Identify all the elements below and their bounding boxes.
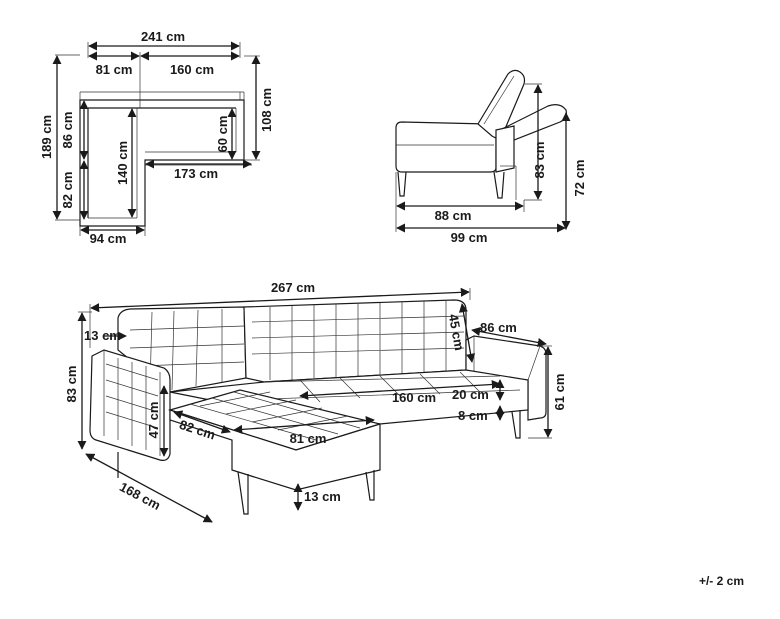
dim-13-arm-label: 13 cm xyxy=(84,328,121,343)
dim-173-label: 173 cm xyxy=(174,166,218,181)
dim-160-persp-line xyxy=(299,379,501,401)
dim-160-persp-label: 160 cm xyxy=(392,390,436,405)
dim-88-label: 88 cm xyxy=(435,208,472,223)
dim-267-label: 267 cm xyxy=(271,280,315,295)
dim-61-label: 61 cm xyxy=(552,374,567,411)
dim-86-persp-line xyxy=(471,327,547,347)
side-seat-body xyxy=(395,121,497,173)
backrest-tufting xyxy=(129,301,465,391)
dim-47-label: 47 cm xyxy=(146,402,161,439)
dim-81-label: 81 cm xyxy=(96,62,133,77)
side-leg-right xyxy=(493,171,505,199)
leg-chaise-front xyxy=(237,471,249,515)
leg-main-right xyxy=(511,410,521,439)
dim-60-label: 60 cm xyxy=(215,116,230,153)
dim-168-label: 168 cm xyxy=(117,479,163,513)
dim-82-label: 82 cm xyxy=(60,172,75,209)
dim-83-side-label: 83 cm xyxy=(532,142,547,179)
dim-267-line xyxy=(90,287,470,313)
plan-view: 241 cm 81 cm 160 cm 189 cm 86 cm 82 cm 1… xyxy=(39,29,274,246)
dim-81-persp-line xyxy=(233,416,375,434)
side-leg-left xyxy=(397,171,407,197)
dim-82-persp-line xyxy=(173,410,231,434)
dim-86-label: 86 cm xyxy=(60,112,75,149)
dim-140-label: 140 cm xyxy=(115,141,130,185)
backrest-right xyxy=(243,299,467,383)
tolerance-note: +/- 2 cm xyxy=(699,574,744,588)
dim-13-leg-label: 13 cm xyxy=(304,489,341,504)
dim-45-line xyxy=(458,303,476,363)
dim-94-label: 94 cm xyxy=(90,231,127,246)
dim-72-label: 72 cm xyxy=(572,160,587,197)
dim-20-label: 20 cm xyxy=(452,387,489,402)
perspective-view: 267 cm 13 cm 45 cm 86 cm 83 cm 47 cm 61 … xyxy=(64,280,567,523)
dim-241-label: 241 cm xyxy=(141,29,185,44)
dim-83-persp-label: 83 cm xyxy=(64,366,79,403)
dim-160-label: 160 cm xyxy=(170,62,214,77)
leg-chaise-right xyxy=(365,470,375,501)
dim-168-line xyxy=(85,453,213,523)
dim-45-label: 45 cm xyxy=(446,313,467,352)
dim-86-persp-label: 86 cm xyxy=(480,320,517,335)
dim-189-label: 189 cm xyxy=(39,115,54,159)
dim-81-persp-label: 81 cm xyxy=(290,431,327,446)
dim-8-label: 8 cm xyxy=(458,408,488,423)
side-view: 83 cm 72 cm 88 cm 99 cm xyxy=(395,69,587,245)
side-arm-block xyxy=(495,125,515,173)
dim-99-label: 99 cm xyxy=(451,230,488,245)
dim-108-label: 108 cm xyxy=(259,88,274,132)
